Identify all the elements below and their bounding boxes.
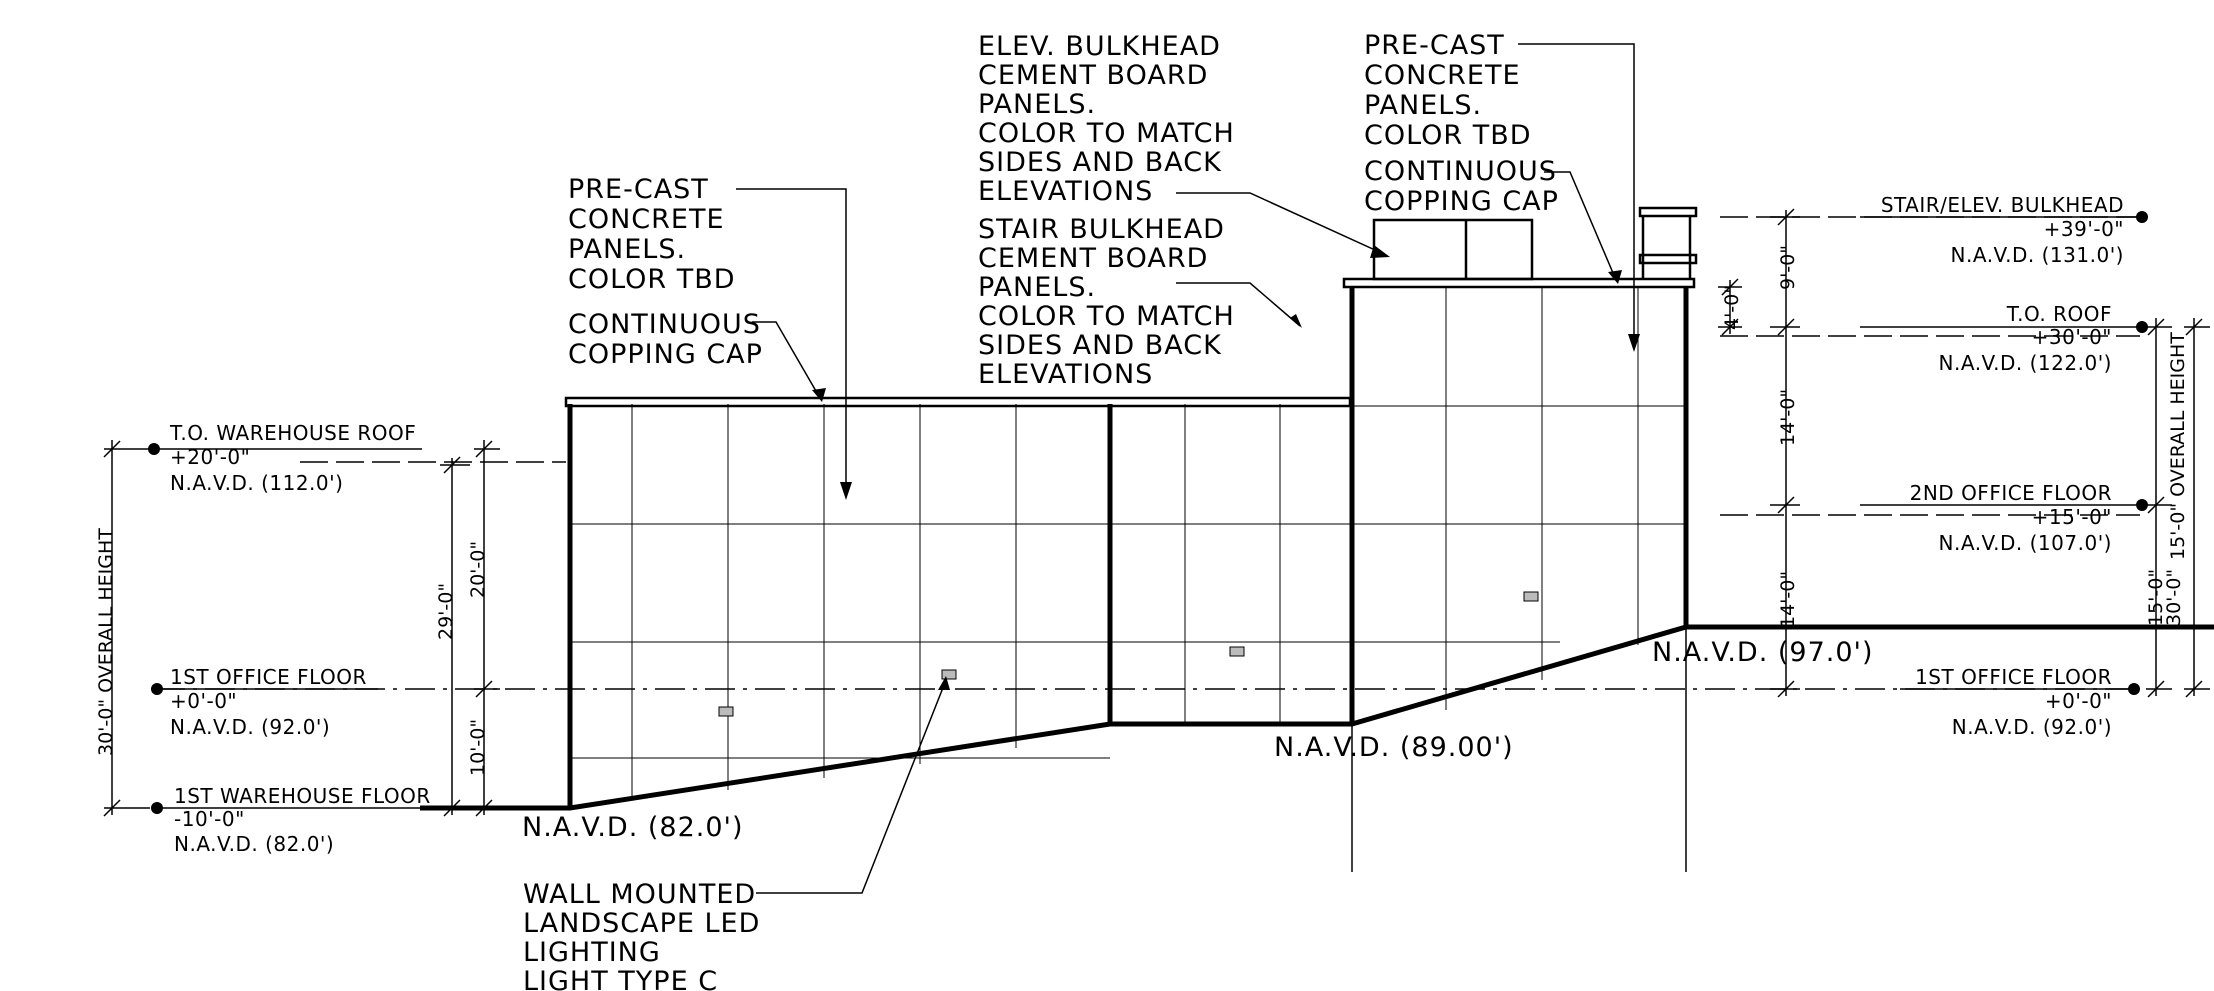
svg-text:ELEVATIONS: ELEVATIONS <box>978 176 1153 207</box>
svg-text:COPPING CAP: COPPING CAP <box>1364 186 1559 217</box>
svg-text:PANELS.: PANELS. <box>978 89 1096 120</box>
dims-left: 30'-0" OVERALL HEIGHT 29'-0" 20'-0" 10'-… <box>95 440 500 817</box>
svg-text:N.A.V.D. (107.0'): N.A.V.D. (107.0') <box>1939 531 2112 555</box>
svg-text:ELEV. BULKHEAD: ELEV. BULKHEAD <box>978 31 1221 62</box>
svg-text:+0'-0": +0'-0" <box>2045 689 2112 713</box>
note-copping-right: CONTINUOUS COPPING CAP <box>1364 156 1622 284</box>
svg-text:PANELS.: PANELS. <box>1364 90 1482 121</box>
light-fixture <box>1523 591 1539 602</box>
note-precast-right: PRE-CAST CONCRETE PANELS. COLOR TBD <box>1364 30 1640 352</box>
svg-text:N.A.V.D. (92.0'): N.A.V.D. (92.0') <box>1952 715 2112 739</box>
svg-text:9'-0": 9'-0" <box>1777 245 1799 290</box>
svg-text:N.A.V.D. (92.0'): N.A.V.D. (92.0') <box>170 715 330 739</box>
note-precast-left: PRE-CAST CONCRETE PANELS. COLOR TBD <box>568 174 852 500</box>
svg-text:N.A.V.D. (131.0'): N.A.V.D. (131.0') <box>1951 243 2124 267</box>
svg-text:COLOR TO MATCH: COLOR TO MATCH <box>978 301 1235 332</box>
svg-text:LIGHT TYPE C: LIGHT TYPE C <box>523 966 718 991</box>
svg-text:15'-0" OVERALL HEIGHT: 15'-0" OVERALL HEIGHT <box>2167 332 2189 560</box>
svg-text:+39'-0": +39'-0" <box>2044 217 2124 241</box>
svg-text:STAIR BULKHEAD: STAIR BULKHEAD <box>978 214 1225 245</box>
svg-text:2ND OFFICE FLOOR: 2ND OFFICE FLOOR <box>1910 481 2112 505</box>
grade-label-left: N.A.V.D. (82.0') <box>522 812 744 843</box>
svg-text:+30'-0": +30'-0" <box>2032 325 2112 349</box>
svg-text:PRE-CAST: PRE-CAST <box>1364 30 1505 61</box>
svg-text:+20'-0": +20'-0" <box>170 445 250 469</box>
svg-text:+15'-0": +15'-0" <box>2032 505 2112 529</box>
svg-text:N.A.V.D. (122.0'): N.A.V.D. (122.0') <box>1939 351 2112 375</box>
office-block <box>1342 206 1698 724</box>
level-marker-bulkhead: STAIR/ELEV. BULKHEAD +39'-0" N.A.V.D. (1… <box>1860 193 2148 267</box>
svg-text:COLOR TBD: COLOR TBD <box>568 264 736 295</box>
level-marker-roof: T.O. ROOF +30'-0" N.A.V.D. (122.0') <box>1860 302 2148 375</box>
svg-text:4'-0": 4'-0" <box>1721 285 1743 330</box>
svg-text:COPPING CAP: COPPING CAP <box>568 339 763 370</box>
svg-text:15'-0": 15'-0" <box>2145 569 2167 626</box>
svg-text:T.O. WAREHOUSE ROOF: T.O. WAREHOUSE ROOF <box>169 421 416 445</box>
svg-text:CONCRETE: CONCRETE <box>568 204 725 235</box>
svg-text:1ST OFFICE FLOOR: 1ST OFFICE FLOOR <box>1915 665 2112 689</box>
level-marker-office-floor-right: 1ST OFFICE FLOOR +0'-0" N.A.V.D. (92.0') <box>1900 665 2140 739</box>
grade-label-middle: N.A.V.D. (89.00') <box>1274 732 1514 763</box>
svg-text:ELEVATIONS: ELEVATIONS <box>978 359 1153 390</box>
grade-label-right: N.A.V.D. (97.0') <box>1652 637 1874 668</box>
svg-text:+0'-0": +0'-0" <box>170 689 237 713</box>
svg-text:PRE-CAST: PRE-CAST <box>568 174 709 205</box>
svg-text:LANDSCAPE LED: LANDSCAPE LED <box>523 908 760 939</box>
svg-text:PANELS.: PANELS. <box>568 234 686 265</box>
svg-text:SIDES AND BACK: SIDES AND BACK <box>978 330 1222 361</box>
svg-text:COLOR TBD: COLOR TBD <box>1364 120 1532 151</box>
svg-text:STAIR/ELEV. BULKHEAD: STAIR/ELEV. BULKHEAD <box>1881 193 2124 217</box>
light-fixture <box>941 669 957 680</box>
svg-text:14'-0": 14'-0" <box>1777 389 1799 446</box>
svg-text:29'-0": 29'-0" <box>435 583 457 640</box>
level-marker-warehouse-floor: 1ST WAREHOUSE FLOOR -10'-0" N.A.V.D. (82… <box>151 784 431 856</box>
svg-text:30'-0" OVERALL HEIGHT: 30'-0" OVERALL HEIGHT <box>95 528 117 756</box>
svg-text:CONTINUOUS: CONTINUOUS <box>1364 156 1557 187</box>
svg-text:CEMENT BOARD: CEMENT BOARD <box>978 60 1208 91</box>
note-copping-left: CONTINUOUS COPPING CAP <box>568 309 826 402</box>
svg-text:SIDES AND BACK: SIDES AND BACK <box>978 147 1222 178</box>
svg-text:1ST WAREHOUSE FLOOR: 1ST WAREHOUSE FLOOR <box>174 784 431 808</box>
svg-text:N.A.V.D. (112.0'): N.A.V.D. (112.0') <box>170 471 343 495</box>
svg-text:1ST OFFICE FLOOR: 1ST OFFICE FLOOR <box>170 665 367 689</box>
svg-text:N.A.V.D. (82.0'): N.A.V.D. (82.0') <box>174 832 334 856</box>
svg-text:COLOR TO MATCH: COLOR TO MATCH <box>978 118 1235 149</box>
svg-text:CONTINUOUS: CONTINUOUS <box>568 309 761 340</box>
svg-text:-10'-0": -10'-0" <box>174 807 245 831</box>
level-marker-office-floor-left: 1ST OFFICE FLOOR +0'-0" N.A.V.D. (92.0') <box>151 665 378 739</box>
dims-right: 9'-0" 14'-0" 14'-0" 4'-0" 15'-0" 30'-0" … <box>1718 208 2210 698</box>
svg-text:CONCRETE: CONCRETE <box>1364 60 1521 91</box>
level-marker-warehouse-roof: T.O. WAREHOUSE ROOF +20'-0" N.A.V.D. (11… <box>148 421 422 495</box>
level-marker-2nd-office-floor: 2ND OFFICE FLOOR +15'-0" N.A.V.D. (107.0… <box>1860 481 2148 555</box>
svg-text:CEMENT BOARD: CEMENT BOARD <box>978 243 1208 274</box>
grade-line <box>420 624 2214 872</box>
warehouse-block <box>564 396 1539 808</box>
svg-text:10'-0": 10'-0" <box>467 719 489 776</box>
note-elev-bulkhead: ELEV. BULKHEAD CEMENT BOARD PANELS. COLO… <box>978 31 1390 258</box>
svg-text:WALL MOUNTED: WALL MOUNTED <box>523 879 756 910</box>
svg-text:T.O. ROOF: T.O. ROOF <box>2006 302 2112 326</box>
light-fixture <box>1229 646 1245 657</box>
note-lighting: WALL MOUNTED LANDSCAPE LED LIGHTING LIGH… <box>523 676 950 991</box>
svg-text:PANELS.: PANELS. <box>978 272 1096 303</box>
light-fixture <box>718 706 734 717</box>
svg-text:14'-0": 14'-0" <box>1777 571 1799 628</box>
svg-text:LIGHTING: LIGHTING <box>523 937 661 968</box>
note-stair-bulkhead: STAIR BULKHEAD CEMENT BOARD PANELS. COLO… <box>978 214 1302 390</box>
svg-text:30'-0": 30'-0" <box>2163 569 2185 626</box>
svg-text:20'-0": 20'-0" <box>467 541 489 598</box>
